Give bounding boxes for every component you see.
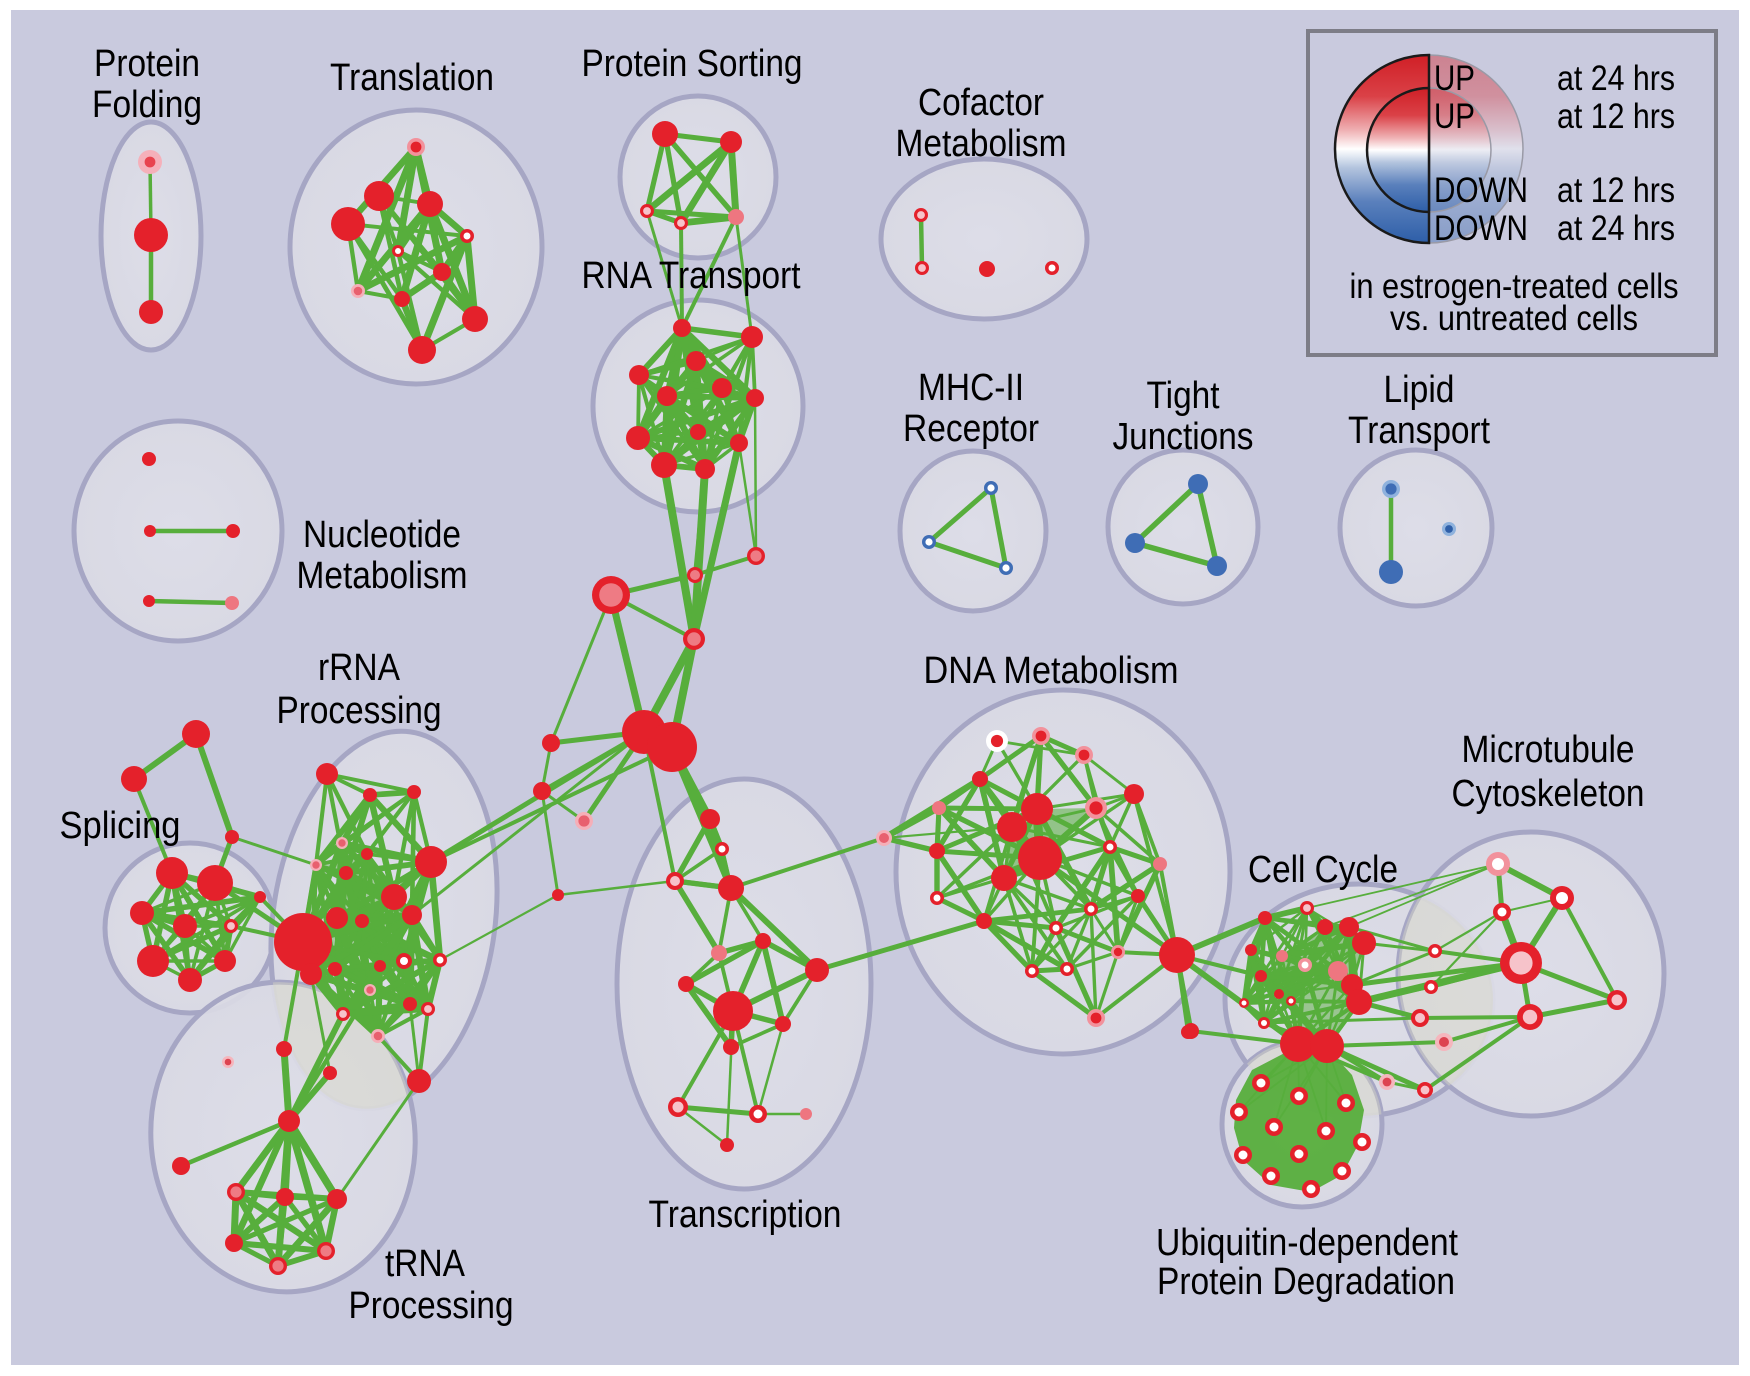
- svg-text:Folding: Folding: [92, 84, 202, 126]
- svg-text:rRNA: rRNA: [318, 647, 401, 689]
- svg-text:UP: UP: [1434, 97, 1475, 136]
- svg-text:Processing: Processing: [277, 690, 442, 732]
- svg-text:at 12 hrs: at 12 hrs: [1557, 171, 1675, 210]
- svg-text:Receptor: Receptor: [903, 408, 1039, 450]
- svg-text:RNA Transport: RNA Transport: [582, 255, 801, 297]
- svg-text:DOWN: DOWN: [1434, 171, 1528, 210]
- svg-text:Transcription: Transcription: [649, 1194, 842, 1236]
- svg-text:Protein Degradation: Protein Degradation: [1157, 1261, 1455, 1303]
- svg-text:Transport: Transport: [1348, 410, 1490, 452]
- svg-text:at 24 hrs: at 24 hrs: [1557, 59, 1675, 98]
- svg-text:Cofactor: Cofactor: [918, 82, 1044, 124]
- svg-text:Translation: Translation: [330, 57, 494, 99]
- svg-text:in estrogen-treated cells: in estrogen-treated cells: [1350, 267, 1679, 306]
- svg-text:DNA Metabolism: DNA Metabolism: [924, 650, 1179, 692]
- svg-text:DOWN: DOWN: [1434, 209, 1528, 248]
- svg-text:Metabolism: Metabolism: [896, 123, 1067, 165]
- svg-text:tRNA: tRNA: [385, 1243, 466, 1285]
- svg-text:Protein Sorting: Protein Sorting: [582, 43, 803, 85]
- svg-text:at 12 hrs: at 12 hrs: [1557, 97, 1675, 136]
- svg-text:UP: UP: [1434, 59, 1475, 98]
- svg-text:Cytoskeleton: Cytoskeleton: [1452, 773, 1645, 815]
- svg-text:Nucleotide: Nucleotide: [303, 514, 461, 556]
- svg-text:Metabolism: Metabolism: [297, 555, 468, 597]
- svg-text:vs. untreated cells: vs. untreated cells: [1390, 299, 1638, 338]
- svg-text:Ubiquitin-dependent: Ubiquitin-dependent: [1156, 1222, 1458, 1264]
- svg-text:Processing: Processing: [349, 1285, 514, 1327]
- svg-text:Protein: Protein: [94, 43, 200, 85]
- svg-text:Cell Cycle: Cell Cycle: [1248, 849, 1398, 891]
- svg-text:Tight: Tight: [1147, 375, 1220, 417]
- svg-text:at 24 hrs: at 24 hrs: [1557, 209, 1675, 248]
- svg-text:Splicing: Splicing: [60, 805, 181, 847]
- svg-text:Junctions: Junctions: [1113, 416, 1254, 458]
- svg-text:Lipid: Lipid: [1384, 369, 1455, 411]
- svg-text:Microtubule: Microtubule: [1462, 729, 1635, 771]
- svg-text:MHC-II: MHC-II: [918, 367, 1024, 409]
